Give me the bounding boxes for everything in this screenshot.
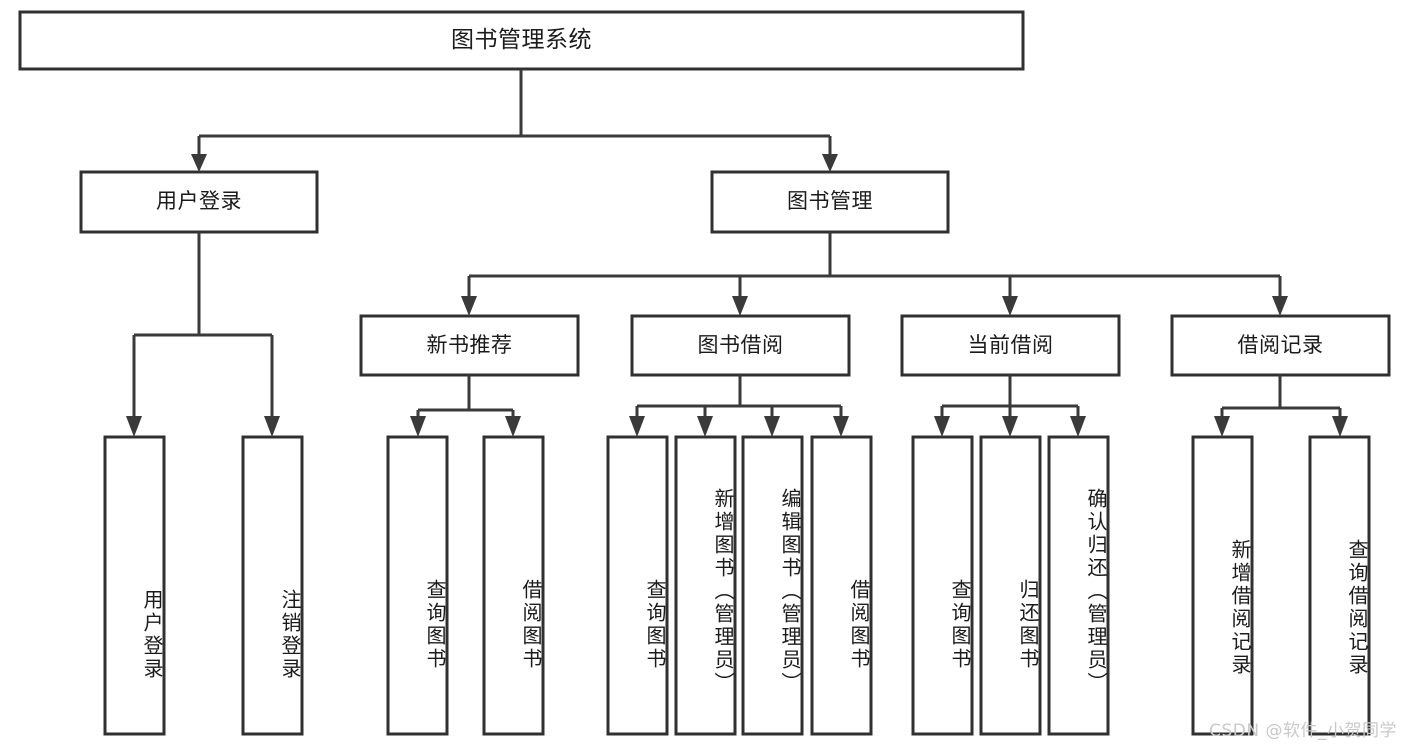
arrowhead-leaf-cb-query: [934, 416, 950, 437]
arrowhead-book-manage: [822, 154, 838, 172]
arrowhead-leaf-br-query: [1332, 416, 1348, 437]
box-leaf-cb-query[interactable]: [911, 435, 974, 736]
box-borrow-record[interactable]: [1170, 314, 1391, 377]
arrowhead-leaf-rec-borrow: [505, 416, 521, 437]
arrowhead-borrow-record: [1272, 296, 1288, 316]
arrowhead-leaf-cb-confirm: [1070, 416, 1086, 437]
connectors: [126, 69, 1348, 437]
arrowhead-leaf-br-add: [1214, 416, 1230, 437]
arrowhead-leaf-bb-add: [697, 416, 713, 437]
box-leaf-user-logout[interactable]: [241, 435, 304, 736]
arrowhead-leaf-bb-borrow: [833, 416, 849, 437]
node-boxes: [18, 10, 1391, 736]
box-user-login[interactable]: [79, 170, 319, 234]
box-leaf-bb-query[interactable]: [606, 435, 669, 736]
arrowhead-leaf-user-login: [126, 416, 142, 437]
arrowhead-leaf-bb-query: [629, 416, 645, 437]
arrowhead-current-borrow: [1002, 296, 1018, 316]
box-root[interactable]: [18, 10, 1025, 71]
arrowhead-leaf-cb-return: [1002, 416, 1018, 437]
box-leaf-br-add[interactable]: [1191, 435, 1254, 736]
arrowhead-leaf-bb-edit: [764, 416, 780, 437]
box-leaf-br-query[interactable]: [1308, 435, 1371, 736]
arrowhead-leaf-rec-query: [410, 416, 426, 437]
box-current-borrow[interactable]: [900, 314, 1121, 377]
arrowhead-leaf-user-logout: [264, 416, 280, 437]
box-leaf-user-login[interactable]: [103, 435, 166, 736]
arrowhead-book-borrow: [732, 296, 748, 316]
box-leaf-cb-return[interactable]: [979, 435, 1042, 736]
box-leaf-bb-add[interactable]: [674, 435, 737, 736]
box-leaf-rec-borrow[interactable]: [482, 435, 545, 736]
arrowhead-user-login: [191, 154, 207, 172]
box-leaf-rec-query[interactable]: [386, 435, 449, 736]
box-book-manage[interactable]: [710, 170, 950, 234]
arrowhead-new-book-rec: [461, 296, 477, 316]
box-book-borrow[interactable]: [630, 314, 851, 377]
box-leaf-bb-edit[interactable]: [741, 435, 804, 736]
csdn-watermark: CSDN @软件_小贺同学: [1209, 721, 1397, 741]
box-new-book-rec[interactable]: [359, 314, 580, 377]
box-leaf-bb-borrow[interactable]: [810, 435, 873, 736]
box-leaf-cb-confirm[interactable]: [1047, 435, 1110, 736]
